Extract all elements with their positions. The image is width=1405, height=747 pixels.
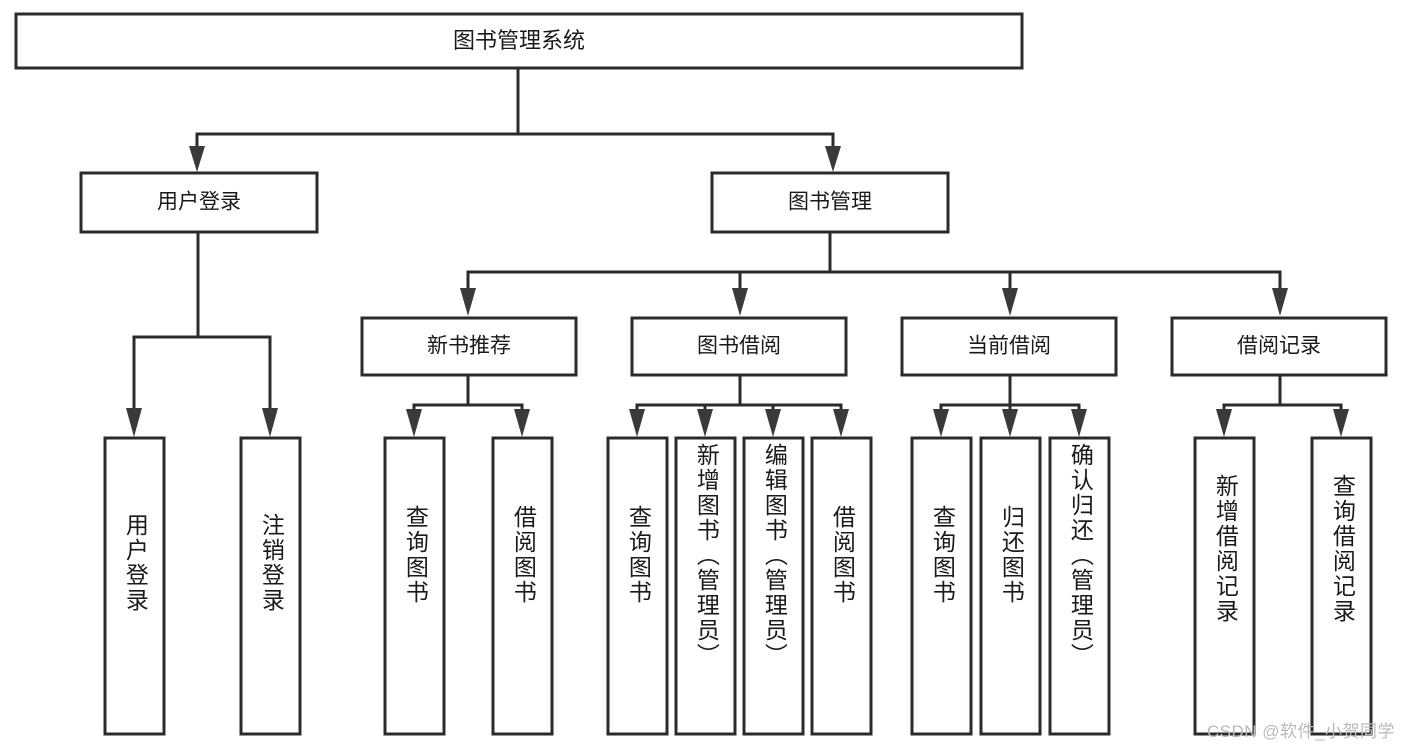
leaf-box-query-book-2[interactable] (606, 436, 669, 736)
node-current-borrow[interactable]: 当前借阅 (900, 316, 1118, 377)
leaf-box-query-book-3[interactable] (910, 436, 973, 736)
node-book-borrow-label: 图书借阅 (697, 335, 781, 358)
node-new-book-recommend-label: 新书推荐 (427, 335, 511, 358)
node-current-borrow-label: 当前借阅 (967, 335, 1051, 358)
leaf-boxes (103, 436, 1373, 736)
node-root-system[interactable]: 图书管理系统 (14, 12, 1024, 70)
connector-currentborrow-to-leaves (933, 374, 1087, 437)
connector-bookborrow-to-leaves (629, 374, 849, 437)
leaf-box-logout[interactable] (239, 436, 302, 736)
leaf-box-query-record[interactable] (1310, 436, 1373, 736)
node-user-login[interactable]: 用户登录 (79, 171, 319, 234)
connector-newbook-to-leaves (406, 374, 530, 437)
leaf-box-return-book[interactable] (979, 436, 1042, 736)
node-borrow-record-label: 借阅记录 (1237, 335, 1321, 358)
node-book-management[interactable]: 图书管理 (710, 171, 950, 234)
node-new-book-recommend[interactable]: 新书推荐 (360, 316, 578, 377)
leaf-box-user-login[interactable] (103, 436, 166, 736)
leaf-box-add-book[interactable] (674, 436, 737, 736)
leaf-box-add-record[interactable] (1193, 436, 1256, 736)
node-root-label: 图书管理系统 (453, 28, 585, 53)
node-borrow-record[interactable]: 借阅记录 (1170, 316, 1388, 377)
connector-root-to-level1 (189, 66, 841, 172)
node-user-login-label: 用户登录 (157, 191, 241, 214)
connector-userlogin-to-leaves (126, 231, 278, 437)
node-book-management-label: 图书管理 (788, 191, 872, 214)
leaf-box-borrow-book-2[interactable] (810, 436, 873, 736)
watermark-text: CSDN @软件_小贺同学 (1206, 722, 1395, 741)
leaf-box-confirm-return[interactable] (1048, 436, 1111, 736)
leaf-box-query-book-1[interactable] (383, 436, 446, 736)
node-book-borrow[interactable]: 图书借阅 (630, 316, 848, 377)
leaf-box-edit-book[interactable] (742, 436, 805, 736)
connector-borrowrecord-to-leaves (1216, 374, 1349, 437)
connector-bookmgmt-to-level2 (460, 231, 1288, 316)
leaf-box-borrow-book-1[interactable] (491, 436, 554, 736)
